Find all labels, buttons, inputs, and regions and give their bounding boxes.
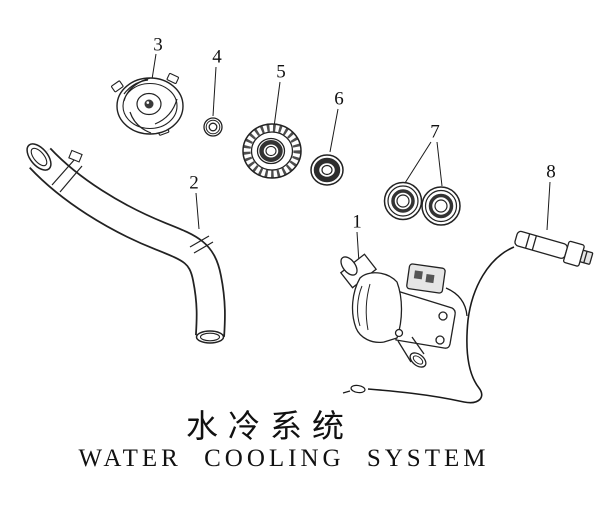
- impeller-drawing: [111, 72, 184, 136]
- title-english: WATER COOLING SYSTEM: [78, 445, 490, 472]
- part-label-7: 7: [430, 121, 440, 143]
- temperature-sensor-drawing: [514, 230, 594, 267]
- part-label-3: 3: [153, 34, 163, 56]
- part-label-4: 4: [212, 46, 222, 68]
- leader-lines: [149, 53, 551, 264]
- thermostat-housing-drawing: [339, 253, 456, 368]
- part-label-1: 1: [352, 211, 362, 233]
- sensor-wire-drawing: [342, 246, 515, 404]
- part-label-6: 6: [334, 88, 344, 110]
- washer-drawing: [203, 117, 223, 137]
- oil-seal-drawing: [310, 154, 344, 186]
- part-label-2: 2: [189, 172, 199, 194]
- water-hose-drawing: [26, 143, 226, 344]
- title-chinese: 水冷系统: [185, 408, 355, 444]
- pump-cover-drawing: [242, 123, 302, 179]
- bearings-drawing: [383, 181, 461, 226]
- part-label-8: 8: [546, 161, 556, 183]
- part-label-5: 5: [276, 61, 286, 83]
